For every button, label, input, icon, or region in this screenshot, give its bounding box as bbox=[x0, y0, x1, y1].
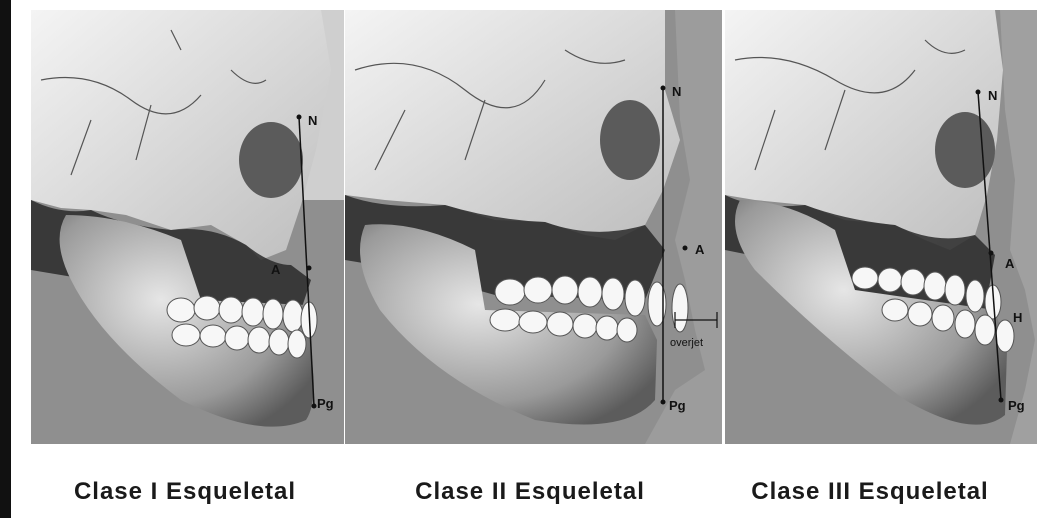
class-3-skull-illustration: N A Pg H bbox=[725, 10, 1037, 444]
class-2-skull-illustration: N A Pg overjet bbox=[345, 10, 722, 444]
panel-class-3: N A Pg H bbox=[725, 10, 1037, 444]
landmark-n: N bbox=[988, 88, 997, 103]
panel-class-1: N A Pg bbox=[31, 10, 344, 444]
landmark-a: A bbox=[695, 242, 705, 257]
landmark-a: A bbox=[271, 262, 281, 277]
caption-class-3: Clase III Esqueletal bbox=[725, 478, 1015, 506]
landmark-pg: Pg bbox=[1008, 398, 1025, 413]
h-label: H bbox=[1013, 310, 1022, 325]
landmark-n: N bbox=[672, 84, 681, 99]
caption-class-1: Clase I Esqueletal bbox=[40, 478, 330, 506]
landmark-pg: Pg bbox=[669, 398, 686, 413]
overjet-label: overjet bbox=[670, 337, 703, 349]
landmark-a: A bbox=[1005, 256, 1015, 271]
landmark-n: N bbox=[308, 113, 317, 128]
caption-class-2: Clase II Esqueletal bbox=[385, 478, 675, 506]
landmark-pg: Pg bbox=[317, 396, 334, 411]
panel-class-2: N A Pg overjet bbox=[345, 10, 722, 444]
class-1-skull-illustration: N A Pg bbox=[31, 10, 344, 444]
left-border-rule bbox=[0, 0, 11, 518]
